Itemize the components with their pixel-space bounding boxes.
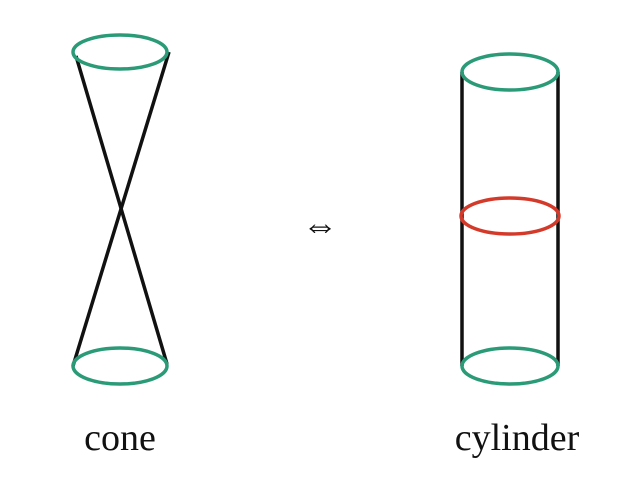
cylinder-label: cylinder [454, 417, 580, 459]
cone [71, 33, 171, 386]
cone-bottom-rim [71, 346, 169, 386]
equivalence-arrow-icon: ⇔ [302, 205, 338, 245]
cylinder-bottom-rim [460, 346, 560, 386]
cone-edge-right [71, 51, 171, 367]
cone-top-rim [71, 33, 169, 71]
cylinder-middle-section [459, 196, 561, 236]
cylinder-top-rim [460, 52, 560, 92]
cylinder [459, 52, 561, 386]
cone-label: cone [84, 417, 156, 459]
